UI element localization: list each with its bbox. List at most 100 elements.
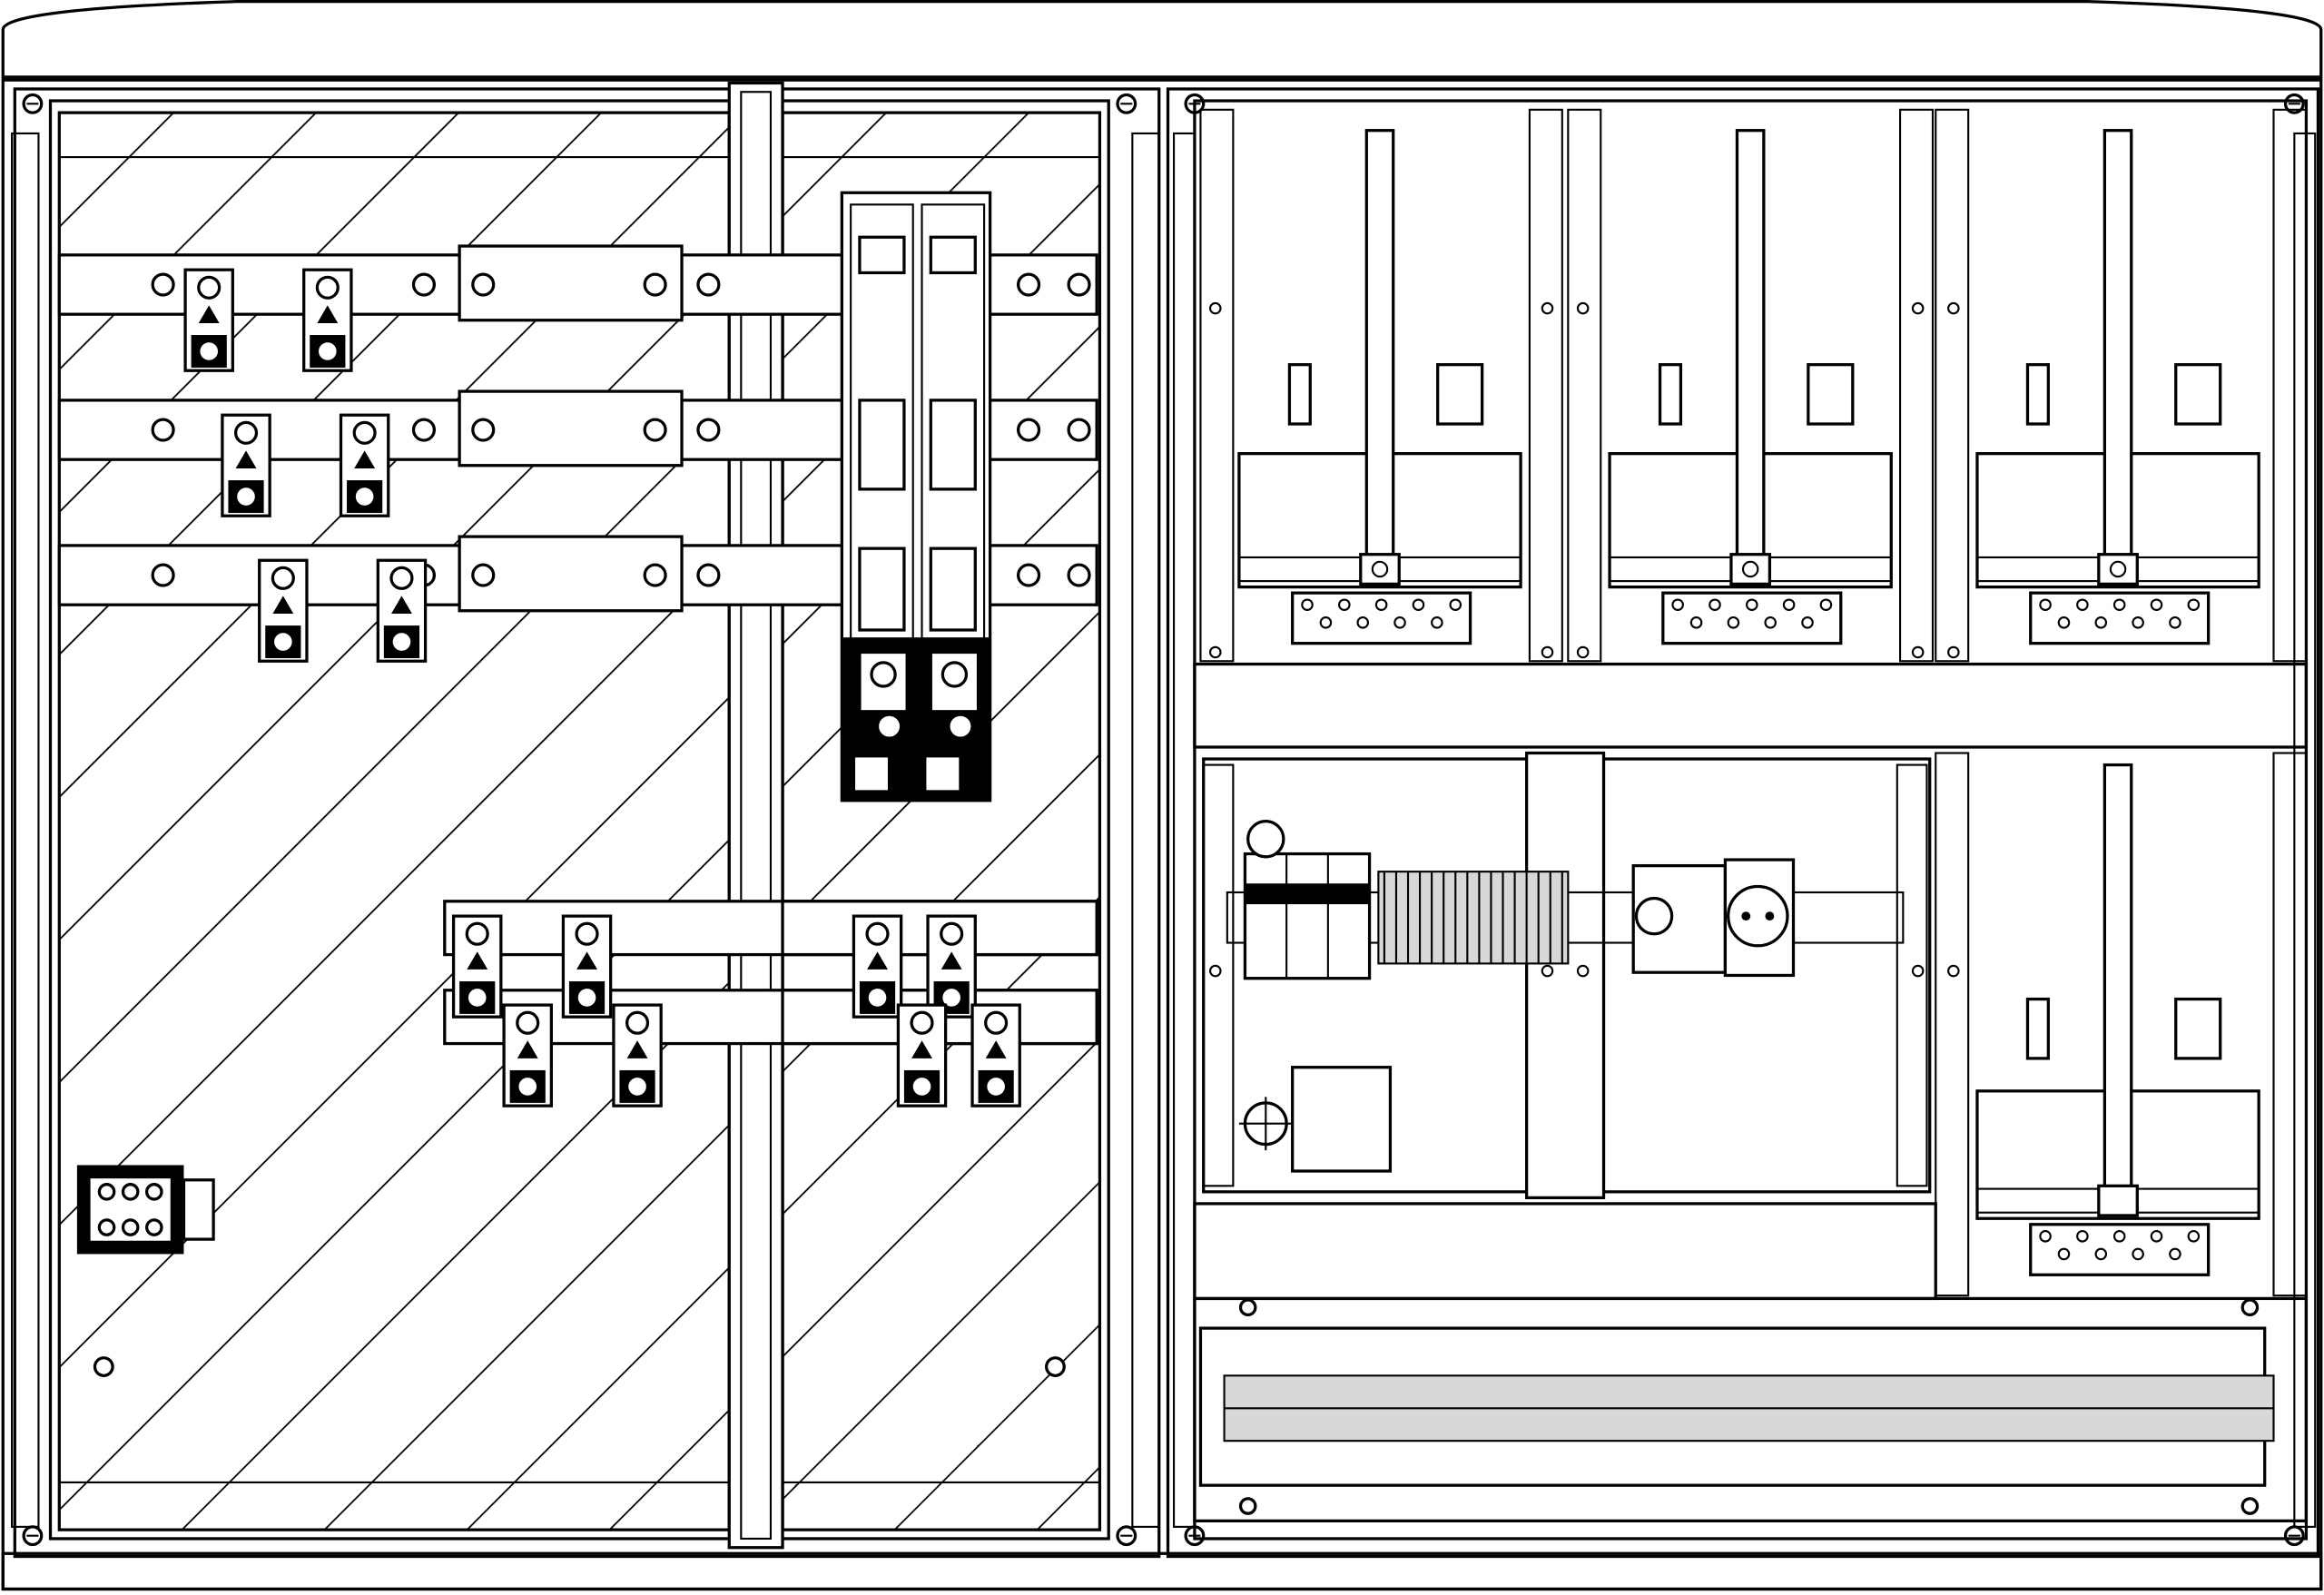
clamp-arrow — [317, 305, 339, 323]
terminal-hole — [2187, 598, 2201, 611]
hex-bolt — [1067, 563, 1091, 587]
rivet — [1541, 301, 1554, 315]
right-panel-frame — [1193, 99, 2309, 1541]
rivet — [1209, 301, 1222, 315]
clamp-hole — [868, 989, 887, 1007]
hex-bolt — [696, 563, 721, 587]
clamp-screw — [197, 275, 222, 300]
fuse-switch-strip — [840, 191, 992, 802]
clamp-hole — [237, 487, 255, 506]
clamp-hole — [912, 1078, 931, 1096]
clamp-hole — [200, 342, 218, 360]
rivet — [1911, 964, 1925, 978]
rivet — [2240, 1497, 2260, 1515]
terminal-hole — [2132, 1247, 2144, 1261]
terminal-hole — [1689, 616, 1703, 629]
terminal-hole — [1727, 616, 1740, 629]
terminal-hole — [2132, 616, 2144, 629]
terminal-hole — [1746, 598, 1758, 611]
terminal-hole — [2094, 1247, 2108, 1261]
rail-post — [1899, 108, 1935, 663]
meter-clamp — [1359, 553, 1401, 586]
clamp-screw — [233, 420, 259, 445]
rail-post — [1528, 108, 1563, 663]
clamp-hole — [577, 989, 596, 1007]
hex-bolt — [696, 272, 721, 297]
bolt — [471, 563, 496, 587]
terminal-hole — [2057, 616, 2071, 629]
clamp-hole — [468, 989, 487, 1007]
clamp-arrow — [576, 951, 597, 970]
bolt — [643, 418, 667, 442]
clamp-arrow — [235, 450, 257, 468]
terminal-hole — [2112, 598, 2126, 611]
rivet — [1238, 1497, 1257, 1515]
meter-rail — [1364, 129, 1395, 577]
terminal-hole — [2150, 598, 2163, 611]
meter-clamp — [1729, 553, 1772, 586]
terminal-hole — [1431, 616, 1443, 629]
meter-clamp-hole — [2109, 560, 2127, 578]
clamp-arrow — [467, 951, 488, 970]
hex-bolt — [1017, 418, 1041, 442]
rivet — [1209, 964, 1222, 978]
rivet — [1911, 301, 1925, 315]
terminal-hole — [2169, 1247, 2181, 1261]
meter-window — [1436, 363, 1484, 426]
rivet — [1911, 645, 1925, 659]
rail-post — [2272, 108, 2308, 663]
terminal-hole — [2076, 598, 2089, 611]
terminal-hole — [1393, 616, 1406, 629]
terminal-hole — [2039, 598, 2052, 611]
bolt — [643, 563, 667, 587]
center-divider-rail — [727, 81, 784, 1550]
rivet — [1947, 301, 1960, 315]
clamp-arrow — [985, 1040, 1007, 1058]
clamp-screw — [910, 1010, 934, 1035]
meter-sections — [1199, 108, 2308, 1297]
clamp-hole — [319, 342, 337, 360]
bolt — [471, 418, 496, 442]
terminal-clamps — [183, 268, 1021, 1108]
hex-bolt — [151, 272, 175, 297]
clamp-screw — [625, 1010, 650, 1035]
clamp-screw — [352, 420, 377, 445]
hex-bolt — [1017, 563, 1041, 587]
clamp-screw — [271, 566, 295, 590]
rivet — [1209, 645, 1222, 659]
terminal-hole — [1319, 616, 1333, 629]
clamp-hole — [942, 989, 960, 1007]
clamp-arrow — [517, 1040, 538, 1058]
clamp-screw — [865, 921, 890, 946]
clamp-arrow — [911, 1040, 932, 1058]
terminal-hole — [2112, 1230, 2126, 1243]
terminal-hole — [1449, 598, 1462, 611]
clamp-hole — [392, 633, 411, 651]
rivet — [1947, 964, 1960, 978]
clamp-arrow — [626, 1040, 648, 1058]
meter-slot — [2025, 363, 2050, 426]
bolt — [471, 272, 496, 297]
rivet — [1576, 645, 1590, 659]
bolt — [643, 272, 667, 297]
clamp-screw — [465, 921, 489, 946]
hex-bolt — [1017, 272, 1041, 297]
rivet — [1576, 964, 1590, 978]
meter-window — [1807, 363, 1855, 426]
meter-clamp — [2097, 1184, 2139, 1217]
clamp-hole — [274, 633, 292, 651]
hex-bolt — [151, 418, 175, 442]
terminal-hole — [2169, 616, 2181, 629]
rail-post — [2272, 752, 2308, 1297]
clamp-screw — [940, 921, 964, 946]
hex-bolt — [696, 418, 721, 442]
hex-bolt — [411, 272, 436, 297]
meter-window — [2174, 363, 2222, 426]
meter-slot — [1287, 363, 1312, 426]
rail-post — [1935, 108, 1970, 663]
terminal-hole — [2150, 1230, 2163, 1243]
rivet — [1541, 964, 1554, 978]
clamp-screw — [315, 275, 340, 300]
rivet — [1238, 1298, 1257, 1317]
